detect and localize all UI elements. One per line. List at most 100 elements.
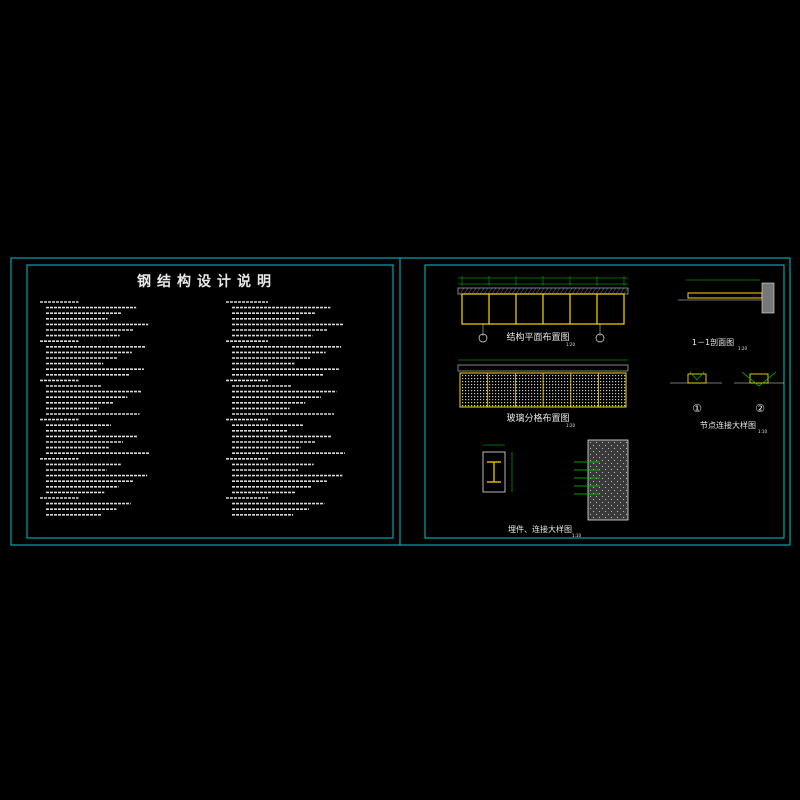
glass-dot [600, 390, 602, 392]
notes-column-1 [40, 301, 150, 516]
glass-dot [573, 393, 575, 395]
glass-dot [504, 375, 506, 377]
concrete-speck [620, 496, 621, 497]
left-sheet: 钢结构设计说明 [26, 264, 394, 539]
glass-dot [480, 387, 482, 389]
glass-dot [537, 390, 539, 392]
glass-dot [486, 387, 488, 389]
glass-dot [600, 381, 602, 383]
concrete-speck [623, 493, 624, 494]
glass-dot [531, 381, 533, 383]
glass-dot [543, 387, 545, 389]
glass-dot [516, 402, 518, 404]
glass-dot [495, 378, 497, 380]
glass-dot [594, 378, 596, 380]
glass-dot [612, 402, 614, 404]
glass-dot [582, 384, 584, 386]
glass-dot [558, 402, 560, 404]
concrete-speck [608, 442, 609, 443]
glass-dot [624, 402, 626, 404]
glass-dot [552, 399, 554, 401]
glass-dot [498, 399, 500, 401]
glass-dot [540, 387, 542, 389]
glass-dot [582, 381, 584, 383]
glass-dot [492, 375, 494, 377]
slab-hatch-line [603, 287, 609, 295]
glass-dot [486, 390, 488, 392]
concrete-speck [620, 502, 621, 503]
glass-dot [615, 384, 617, 386]
glass-dot [576, 405, 578, 407]
glass-dot [606, 396, 608, 398]
concrete-speck [605, 505, 606, 506]
glass-dot [558, 393, 560, 395]
glass-dot [468, 393, 470, 395]
slab-hatch-line [619, 287, 625, 295]
glass-dot [576, 378, 578, 380]
glass-dot [555, 378, 557, 380]
concrete-speck [614, 442, 615, 443]
glass-dot [498, 375, 500, 377]
glass-dot [492, 384, 494, 386]
glass-dot [465, 381, 467, 383]
concrete-speck [614, 514, 615, 515]
concrete-speck [611, 511, 612, 512]
node-2-plate [749, 373, 769, 384]
glass-dot [474, 384, 476, 386]
glass-dot [483, 396, 485, 398]
glass-dot [519, 378, 521, 380]
concrete-speck [620, 454, 621, 455]
glass-dot [567, 393, 569, 395]
glass-dot [495, 399, 497, 401]
glass-dot [543, 396, 545, 398]
glass-dot [498, 378, 500, 380]
glass-dot [513, 387, 515, 389]
glass-dot [597, 399, 599, 401]
left-sheet-title: 钢结构设计说明 [137, 273, 277, 290]
glass-dot [576, 390, 578, 392]
glass-dot [615, 375, 617, 377]
glass-dot [462, 384, 464, 386]
glass-dot [549, 399, 551, 401]
concrete-speck [614, 508, 615, 509]
glass-dot [486, 375, 488, 377]
glass-dot [492, 396, 494, 398]
concrete-speck [602, 490, 603, 491]
glass-dot [552, 402, 554, 404]
slab-hatch-line [615, 287, 621, 295]
glass-dot [609, 396, 611, 398]
concrete-speck [596, 454, 597, 455]
glass-dot [531, 390, 533, 392]
glass-dot [528, 393, 530, 395]
glass-dot [612, 396, 614, 398]
concrete-speck [617, 487, 618, 488]
glass-dot [522, 402, 524, 404]
glass-dot [585, 375, 587, 377]
glass-dot [534, 390, 536, 392]
glass-dot [534, 396, 536, 398]
glass-dot [555, 384, 557, 386]
section-title: 1－1剖面图 [692, 337, 734, 347]
glass-dot [618, 378, 620, 380]
concrete-speck [602, 466, 603, 467]
glass-dot [507, 378, 509, 380]
glass-dot [492, 402, 494, 404]
concrete-speck [605, 445, 606, 446]
glass-dot [603, 396, 605, 398]
glass-dot [507, 402, 509, 404]
glass-dot [549, 387, 551, 389]
glass-dot [480, 402, 482, 404]
concrete-speck [599, 457, 600, 458]
glass-dot [531, 405, 533, 407]
glass-dot [543, 384, 545, 386]
embed-concrete [587, 439, 629, 521]
glass-dot [579, 399, 581, 401]
concrete-speck [611, 493, 612, 494]
concrete-speck [605, 481, 606, 482]
node-details: ① ② 节点连接大样图 1:10 [670, 371, 784, 434]
slab-hatch-line [491, 287, 497, 295]
concrete-speck [590, 514, 591, 515]
glass-dot [516, 381, 518, 383]
concrete-speck [611, 451, 612, 452]
glass-dot [483, 390, 485, 392]
